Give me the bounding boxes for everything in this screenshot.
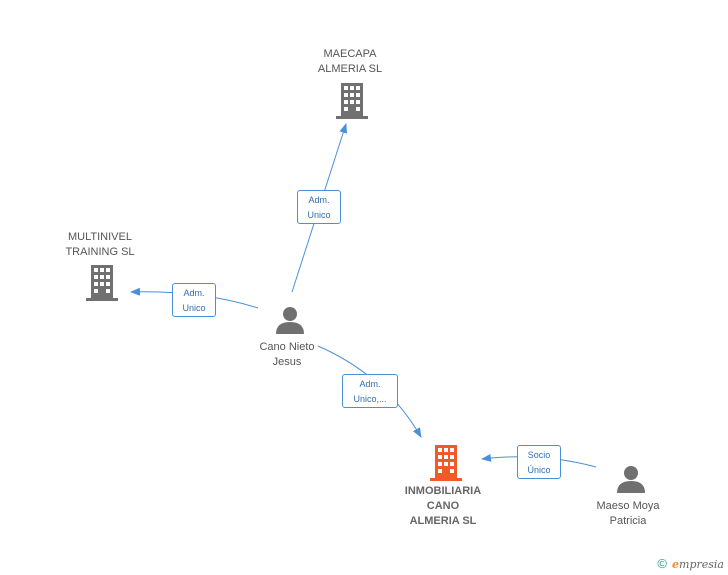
edge-label-line: Socio: [527, 450, 551, 460]
node-label-inmobiliaria[interactable]: INMOBILIARIA CANO ALMERIA SL: [393, 484, 493, 529]
node-label-line: Cano Nieto: [259, 341, 315, 353]
node-label-line: ALMERIA SL: [409, 515, 477, 527]
copyright-icon: ©: [657, 556, 667, 571]
node-label-line: ALMERIA SL: [317, 63, 383, 75]
edge-label-cano-inmobiliaria[interactable]: Adm. Unico,...: [342, 374, 398, 408]
brand-footer: © empresia: [657, 556, 724, 571]
node-label-multinivel[interactable]: MULTINIVEL TRAINING SL: [50, 230, 150, 260]
edge-label-line: Adm.: [183, 288, 205, 298]
edge-label-line: Unico: [307, 210, 331, 220]
building-icon[interactable]: [86, 265, 118, 301]
node-label-maeso[interactable]: Maeso Moya Patricia: [578, 499, 678, 529]
node-label-line: TRAINING SL: [65, 246, 135, 258]
edge-label-line: Único: [527, 465, 551, 475]
brand-logo[interactable]: empresia: [672, 558, 724, 571]
brand-initial: e: [672, 558, 680, 571]
edge-label-maeso-inmobiliaria[interactable]: Socio Único: [517, 445, 561, 479]
node-label-line: MULTINIVEL: [68, 231, 132, 243]
node-label-line: INMOBILIARIA: [404, 485, 482, 497]
person-icon[interactable]: [616, 465, 646, 493]
node-label-line: Jesus: [272, 356, 302, 368]
building-icon-main[interactable]: [430, 445, 462, 481]
node-label-line: Maeso Moya: [596, 500, 660, 512]
edge-label-line: Unico: [182, 303, 206, 313]
node-label-line: MAECAPA: [323, 48, 377, 60]
edge-label-line: Adm.: [308, 195, 330, 205]
building-icon[interactable]: [336, 83, 368, 119]
edge-label-cano-maecapa[interactable]: Adm. Unico: [297, 190, 341, 224]
node-label-line: CANO: [426, 500, 460, 512]
node-label-cano[interactable]: Cano Nieto Jesus: [237, 340, 337, 370]
edge-label-line: Unico,...: [353, 394, 387, 404]
edge-label-line: Adm.: [359, 379, 381, 389]
person-icon[interactable]: [275, 306, 305, 334]
node-label-line: Patricia: [609, 515, 647, 527]
node-label-maecapa[interactable]: MAECAPA ALMERIA SL: [300, 47, 400, 77]
edge-label-cano-multinivel[interactable]: Adm. Unico: [172, 283, 216, 317]
brand-name: mpresia: [679, 558, 724, 571]
